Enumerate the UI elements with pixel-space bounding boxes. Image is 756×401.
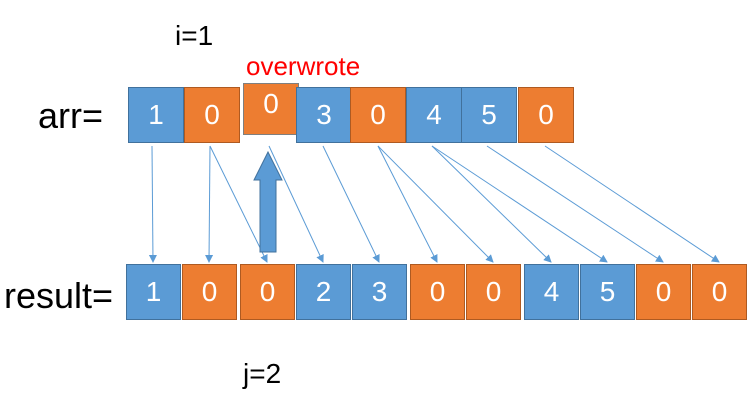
arr-cell: 0 bbox=[184, 87, 240, 143]
result-cell: 0 bbox=[466, 264, 521, 320]
mapping-arrow bbox=[431, 145, 552, 263]
mapping-arrow bbox=[377, 145, 494, 263]
mapping-arrow bbox=[148, 145, 157, 263]
arr-cell: 0 bbox=[350, 87, 406, 143]
result-cell: 1 bbox=[126, 264, 181, 320]
result-cell: 0 bbox=[240, 264, 295, 320]
i-label: i=1 bbox=[175, 20, 214, 51]
result-cell: 0 bbox=[182, 264, 237, 320]
overwrite-up-arrow bbox=[253, 150, 283, 253]
mapping-arrow bbox=[431, 145, 608, 263]
result-cell: 0 bbox=[636, 264, 691, 320]
result-label: result= bbox=[4, 275, 114, 316]
result-cell: 5 bbox=[580, 264, 635, 320]
mapping-arrow bbox=[268, 145, 324, 263]
result-cell: 0 bbox=[692, 264, 747, 320]
result-cell: 3 bbox=[352, 264, 407, 320]
overwrote-label: overwrote bbox=[246, 51, 361, 81]
result-cell: 4 bbox=[524, 264, 579, 320]
arr-cell: 4 bbox=[406, 87, 462, 143]
mapping-arrow bbox=[544, 145, 720, 263]
arr-cell: 3 bbox=[296, 87, 352, 143]
arr-cell: 5 bbox=[461, 87, 517, 143]
arr-label: arr= bbox=[38, 95, 104, 136]
result-cell: 2 bbox=[296, 264, 351, 320]
arr-cell: 0 bbox=[518, 87, 574, 143]
mapping-arrow bbox=[377, 145, 438, 263]
result-cell: 0 bbox=[410, 264, 465, 320]
mapping-arrow bbox=[486, 145, 664, 263]
mapping-arrow bbox=[209, 145, 268, 263]
arr-cell: 1 bbox=[128, 87, 184, 143]
mapping-arrow bbox=[322, 145, 380, 263]
j-label: j=2 bbox=[243, 358, 282, 389]
mapping-arrow bbox=[205, 145, 214, 263]
